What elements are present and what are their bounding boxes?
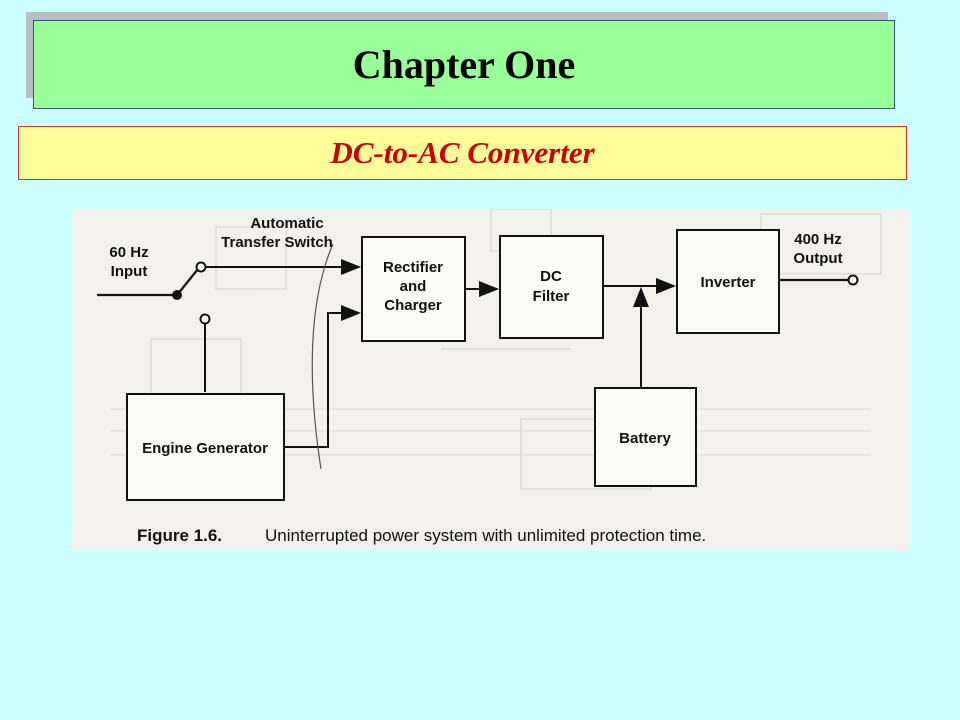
input-label-line2: Input [111, 263, 148, 280]
switch-contact-top [195, 261, 207, 273]
engine-generator-block [126, 393, 285, 501]
figure-caption-number: Figure 1.6. [137, 526, 222, 545]
switch-label-line2: Transfer Switch [221, 234, 333, 251]
output-terminal [847, 274, 859, 286]
generator-label: Engine Generator [142, 440, 268, 457]
slide-subtitle: DC-to-AC Converter [18, 126, 907, 180]
figure-caption-text: Uninterrupted power system with unlimite… [265, 526, 706, 545]
diagram-canvas: 60 Hz Input Automatic Transfer Switch Re… [97, 209, 882, 545]
sense-curve [311, 243, 334, 470]
slide-subtitle-text: DC-to-AC Converter [330, 135, 595, 170]
dc-filter-block [499, 235, 604, 339]
inverter-label: Inverter [700, 274, 755, 291]
filter-label-line2: Filter [533, 288, 570, 305]
input-label-line1: 60 Hz [109, 244, 148, 261]
output-label-line1: 400 Hz [794, 231, 842, 248]
slide-title: Chapter One [33, 20, 895, 109]
battery-block [594, 387, 697, 487]
rectifier-label-line3: Charger [384, 297, 442, 314]
ups-block-diagram: 60 Hz Input Automatic Transfer Switch Re… [71, 209, 910, 550]
rectifier-label-line2: and [400, 278, 427, 295]
inverter-block [676, 229, 780, 334]
switch-label-line1: Automatic [250, 215, 323, 232]
switch-blade [176, 268, 199, 296]
output-label-line2: Output [793, 250, 842, 267]
filter-label-line1: DC [540, 268, 562, 285]
switch-contact-bottom [199, 313, 211, 325]
battery-label: Battery [619, 430, 671, 447]
slide-title-text: Chapter One [352, 42, 576, 87]
rectifier-label-line1: Rectifier [383, 259, 443, 276]
generator-to-rectifier-line [283, 305, 361, 448]
